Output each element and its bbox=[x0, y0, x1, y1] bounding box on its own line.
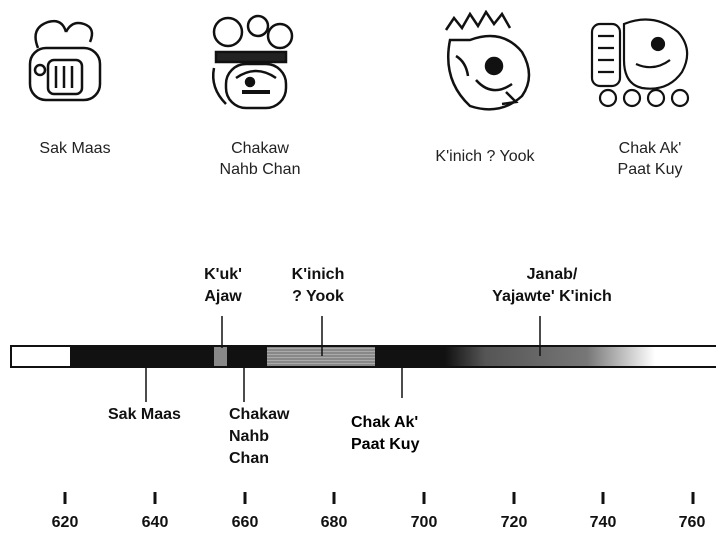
timeline-bar bbox=[10, 316, 716, 504]
segment-chakaw-nahb-chan bbox=[227, 347, 267, 366]
segment-kuk-ajaw bbox=[214, 347, 227, 366]
segment-janab-yajawte-kinich bbox=[485, 347, 655, 366]
glyph-caption-chakaw-nahb-chan: Chakaw Nahb Chan bbox=[219, 140, 301, 178]
timeline-label-janab-yajawte-kinich: Janab/ Yajawte' K'inich bbox=[492, 266, 612, 305]
axis-label-620: 620 bbox=[51, 514, 79, 531]
axis-label-640: 640 bbox=[141, 514, 169, 531]
timeline-label-chakaw-nahb-chan: Chakaw Nahb Chan bbox=[229, 406, 290, 467]
axis-label-720: 720 bbox=[500, 514, 528, 531]
segment-kinich-yook bbox=[267, 347, 375, 366]
segment-chak-ak-paat-kuy bbox=[375, 347, 445, 366]
segment-transition bbox=[445, 347, 485, 366]
timeline-label-kuk-ajaw: K'uk' Ajaw bbox=[204, 266, 242, 305]
glyph-caption-sak-maas: Sak Maas bbox=[39, 140, 111, 157]
axis-label-660: 660 bbox=[231, 514, 259, 531]
maya-glyph-chak-ak-paat-kuy-icon bbox=[588, 14, 698, 110]
axis-label-700: 700 bbox=[410, 514, 438, 531]
glyph-caption-chak-ak-paat-kuy: Chak Ak' Paat Kuy bbox=[617, 140, 683, 178]
timeline-label-chak-ak-paat-kuy: Chak Ak' Paat Kuy bbox=[351, 414, 420, 453]
axis-label-740: 740 bbox=[589, 514, 617, 531]
segment-sak-maas bbox=[70, 347, 214, 366]
glyph-caption-kinich-yook: K'inich ? Yook bbox=[435, 148, 535, 165]
maya-glyph-chakaw-nahb-chan-icon bbox=[206, 12, 298, 112]
timeline-label-kinich-yook: K'inich ? Yook bbox=[291, 266, 345, 305]
maya-glyph-sak-maas-icon bbox=[26, 18, 108, 104]
axis-label-680: 680 bbox=[320, 514, 348, 531]
timeline-label-sak-maas: Sak Maas bbox=[108, 406, 181, 423]
axis-label-760: 760 bbox=[678, 514, 706, 531]
maya-glyph-kinich-yook-icon bbox=[436, 10, 538, 116]
